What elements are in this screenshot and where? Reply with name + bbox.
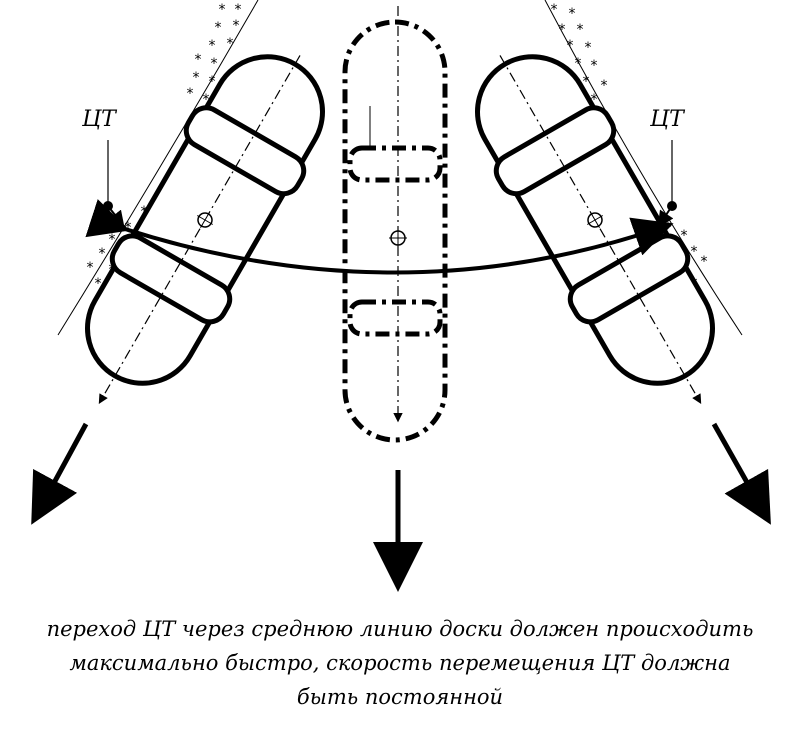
svg-text:*: * [193,70,200,86]
svg-text:*: * [551,2,558,18]
svg-text:*: * [559,22,566,38]
svg-text:*: * [577,22,584,38]
snowboard-turn-diagram: ** ** ** ** ** ** ** ** ** ** ** ** ** *… [31,0,771,592]
left-arc-curve [57,0,259,336]
svg-text:*: * [585,40,592,56]
left-cog-pointer-tip [107,205,125,228]
svg-text:*: * [591,92,598,108]
diagram-caption: переход ЦТ через среднюю линию доски дол… [0,612,800,714]
left-snowboard [85,54,325,404]
right-cog-pointer-tip [657,205,674,228]
right-cog-label: ЦТ [649,107,686,132]
svg-text:*: * [233,18,240,34]
svg-text:*: * [209,74,216,90]
cog-transfer-arc [85,199,674,275]
caption-line-3: быть постоянной [296,685,504,709]
svg-text:*: * [235,2,242,18]
svg-text:*: * [701,254,708,270]
svg-text:*: * [575,56,582,72]
center-snowboard [342,6,448,443]
svg-text:*: * [211,56,218,72]
left-cog-label: ЦТ [81,107,118,132]
svg-text:*: * [691,244,698,260]
svg-text:*: * [187,86,194,102]
svg-text:*: * [569,6,576,22]
svg-text:*: * [219,2,226,18]
caption-line-1: переход ЦТ через среднюю линию доски дол… [46,617,754,641]
svg-text:*: * [95,276,102,292]
svg-text:*: * [567,38,574,54]
svg-text:*: * [99,246,106,262]
left-direction-arrow [31,422,89,525]
svg-text:*: * [87,260,94,276]
caption-line-2: максимально быстро, скорость перемещения… [69,651,731,675]
svg-text:*: * [215,20,222,36]
svg-text:*: * [227,36,234,52]
svg-text:*: * [583,74,590,90]
svg-text:*: * [209,38,216,54]
svg-text:*: * [681,228,688,244]
svg-text:*: * [601,78,608,94]
right-arc-curve [544,0,743,336]
right-direction-arrow [711,422,771,525]
svg-text:*: * [203,92,210,108]
svg-text:*: * [195,52,202,68]
svg-text:*: * [591,58,598,74]
svg-text:*: * [109,232,116,248]
